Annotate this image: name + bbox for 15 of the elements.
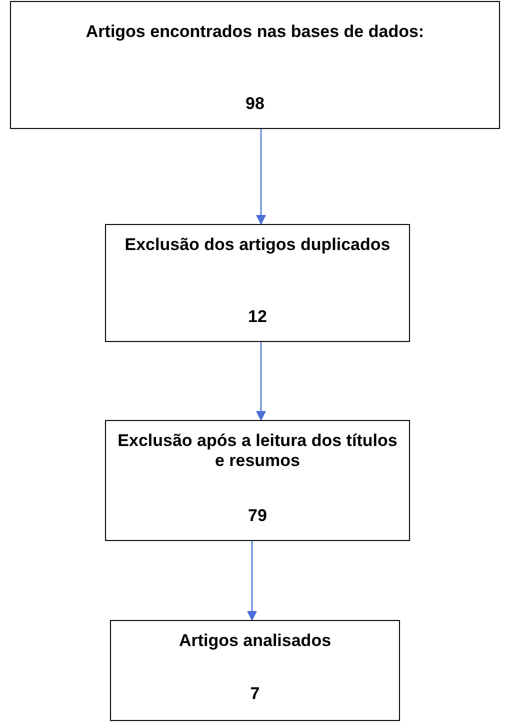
box-heading: Exclusão após a leitura dos títulos e resumos [116, 431, 398, 472]
process-box [10, 1, 500, 129]
process-box [105, 224, 410, 342]
arrow [256, 342, 266, 421]
box-heading: Exclusão dos artigos duplicados [124, 235, 390, 256]
count-value: 98 [246, 94, 264, 114]
arrow [247, 541, 257, 621]
box-heading: Artigos encontrados nas bases de dados: [86, 22, 424, 42]
arrow [256, 129, 266, 225]
count-value: 7 [250, 684, 260, 704]
count-value: 12 [248, 306, 267, 327]
process-box [110, 620, 400, 721]
box-heading: Artigos analisados [178, 631, 332, 652]
process-box [105, 420, 410, 541]
count-value: 79 [248, 506, 267, 526]
